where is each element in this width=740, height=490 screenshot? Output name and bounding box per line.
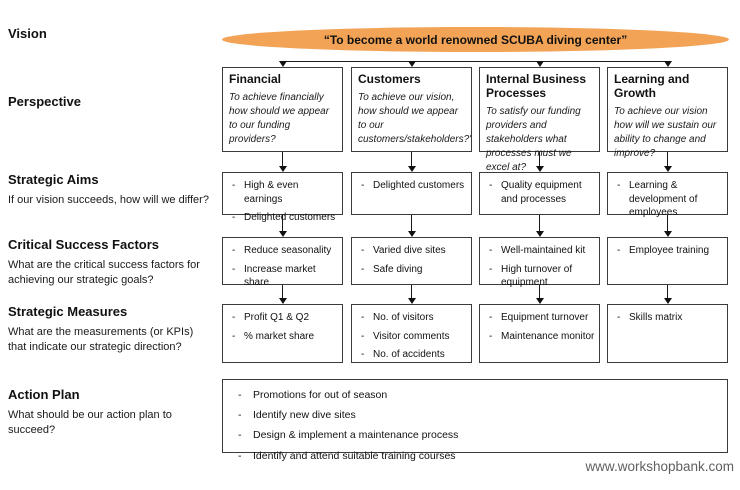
csf-item: Increase market share: [227, 263, 339, 290]
perspective-box-financial: Financial To achieve financially how sho…: [222, 67, 343, 152]
aims-box-customers: Delighted customers: [351, 172, 472, 215]
row-label: Vision: [8, 26, 47, 41]
measure-item: Visitor comments: [356, 330, 468, 344]
action-plan-label: Action Plan What should be our action pl…: [8, 387, 178, 439]
perspective-label: Perspective: [8, 94, 81, 109]
flow-arrow: [278, 298, 287, 304]
perspective-question: To achieve our vision, how should we app…: [358, 91, 472, 145]
action-item: Identify new dive sites: [233, 408, 721, 422]
flow-arrow: [410, 285, 413, 298]
csf-item: Employee training: [612, 244, 724, 258]
row-label: Strategic Aims: [8, 172, 99, 187]
flow-arrow: [407, 231, 416, 237]
row-question: What are the critical success factors fo…: [8, 259, 200, 287]
perspective-box-learning-growth: Learning and Growth To achieve our visio…: [607, 67, 728, 159]
flow-arrow: [666, 152, 669, 166]
action-plan-box: Promotions for out of season Identify ne…: [222, 379, 728, 463]
flow-arrow: [278, 61, 287, 67]
flow-arrow: [407, 61, 416, 67]
row-question: What are the measurements (or KPIs) that…: [8, 326, 194, 354]
row-label: Critical Success Factors: [8, 237, 160, 252]
measures-box-learning-growth: Skills matrix: [607, 304, 728, 363]
critical-success-factors-label: Critical Success Factors What are the cr…: [8, 237, 210, 289]
flow-arrow: [663, 231, 672, 237]
perspective-question: To achieve financially how should we app…: [229, 91, 330, 145]
csf-box-financial: Reduce seasonality Increase market share: [222, 237, 343, 288]
row-question: What should be our action plan to succee…: [8, 409, 172, 437]
row-label: Action Plan: [8, 387, 80, 402]
measure-item: Profit Q1 & Q2: [227, 311, 339, 325]
csf-item: Well-maintained kit: [484, 244, 596, 258]
watermark: www.workshopbank.com: [585, 459, 734, 474]
aim-item: High & even earnings: [227, 179, 339, 206]
aim-item: Quality equipment and processes: [484, 179, 596, 206]
perspective-box-customers: Customers To achieve our vision, how sho…: [351, 67, 472, 152]
row-label: Strategic Measures: [8, 304, 128, 319]
vision-ellipse: “To become a world renowned SCUBA diving…: [222, 27, 729, 52]
aims-box-financial: High & even earnings Delighted customers: [222, 172, 343, 224]
measures-box-financial: Profit Q1 & Q2 % market share: [222, 304, 343, 363]
flow-arrow: [535, 231, 544, 237]
flow-arrow: [281, 152, 284, 166]
measure-item: Maintenance monitor: [484, 330, 596, 344]
row-question: If our vision succeeds, how will we diff…: [8, 194, 209, 206]
measure-item: No. of accidents: [356, 348, 468, 362]
measures-box-internal-processes: Equipment turnover Maintenance monitor: [479, 304, 600, 363]
aim-item: Delighted customers: [227, 211, 339, 225]
aims-box-learning-growth: Learning & development of employees: [607, 172, 728, 218]
perspective-title: Financial: [229, 72, 282, 86]
flow-arrow: [407, 166, 416, 172]
perspective-box-internal-processes: Internal Business Processes To satisfy o…: [479, 67, 600, 173]
measure-item: Equipment turnover: [484, 311, 596, 325]
csf-item: Reduce seasonality: [227, 244, 339, 258]
measure-item: Skills matrix: [612, 311, 724, 325]
csf-item: High turnover of equipment: [484, 263, 596, 290]
perspective-question: To satisfy our funding providers and sta…: [486, 105, 581, 173]
flow-arrow: [663, 298, 672, 304]
action-item: Identify and attend suitable training co…: [233, 449, 721, 463]
flow-arrow: [535, 61, 544, 67]
csf-box-customers: Varied dive sites Safe diving: [351, 237, 472, 285]
flow-arrow: [538, 285, 541, 298]
row-label: Perspective: [8, 94, 81, 109]
flow-arrow: [538, 215, 541, 231]
csf-box-internal-processes: Well-maintained kit High turnover of equ…: [479, 237, 600, 288]
flow-arrow: [663, 166, 672, 172]
perspective-title: Internal Business Processes: [486, 72, 587, 100]
flow-arrow: [281, 285, 284, 298]
action-item: Design & implement a maintenance process: [233, 428, 721, 442]
measures-box-customers: No. of visitors Visitor comments No. of …: [351, 304, 472, 363]
flow-arrow: [278, 166, 287, 172]
measure-item: % market share: [227, 330, 339, 344]
measure-item: No. of visitors: [356, 311, 468, 325]
flow-arrow: [278, 231, 287, 237]
aim-item: Delighted customers: [356, 179, 468, 193]
aims-box-internal-processes: Quality equipment and processes: [479, 172, 600, 215]
flow-arrow: [282, 61, 668, 62]
vision-statement: “To become a world renowned SCUBA diving…: [323, 32, 628, 47]
flow-arrow: [410, 152, 413, 166]
flow-arrow: [666, 285, 669, 298]
action-item: Promotions for out of season: [233, 388, 721, 402]
csf-item: Safe diving: [356, 263, 468, 277]
flow-arrow: [666, 215, 669, 231]
strategic-measures-label: Strategic Measures What are the measurem…: [8, 304, 210, 356]
vision-label: Vision: [8, 26, 47, 41]
csf-box-learning-growth: Employee training: [607, 237, 728, 285]
flow-arrow: [407, 298, 416, 304]
perspective-title: Learning and Growth: [614, 72, 690, 100]
flow-arrow: [538, 152, 541, 166]
perspective-question: To achieve our vision how will we sustai…: [614, 105, 717, 159]
strategic-aims-label: Strategic Aims If our vision succeeds, h…: [8, 172, 220, 208]
perspective-title: Customers: [358, 72, 421, 86]
aim-item: Learning & development of employees: [612, 179, 724, 220]
flow-arrow: [410, 215, 413, 231]
flow-arrow: [535, 166, 544, 172]
csf-item: Varied dive sites: [356, 244, 468, 258]
flow-arrow: [663, 61, 672, 67]
flow-arrow: [535, 298, 544, 304]
